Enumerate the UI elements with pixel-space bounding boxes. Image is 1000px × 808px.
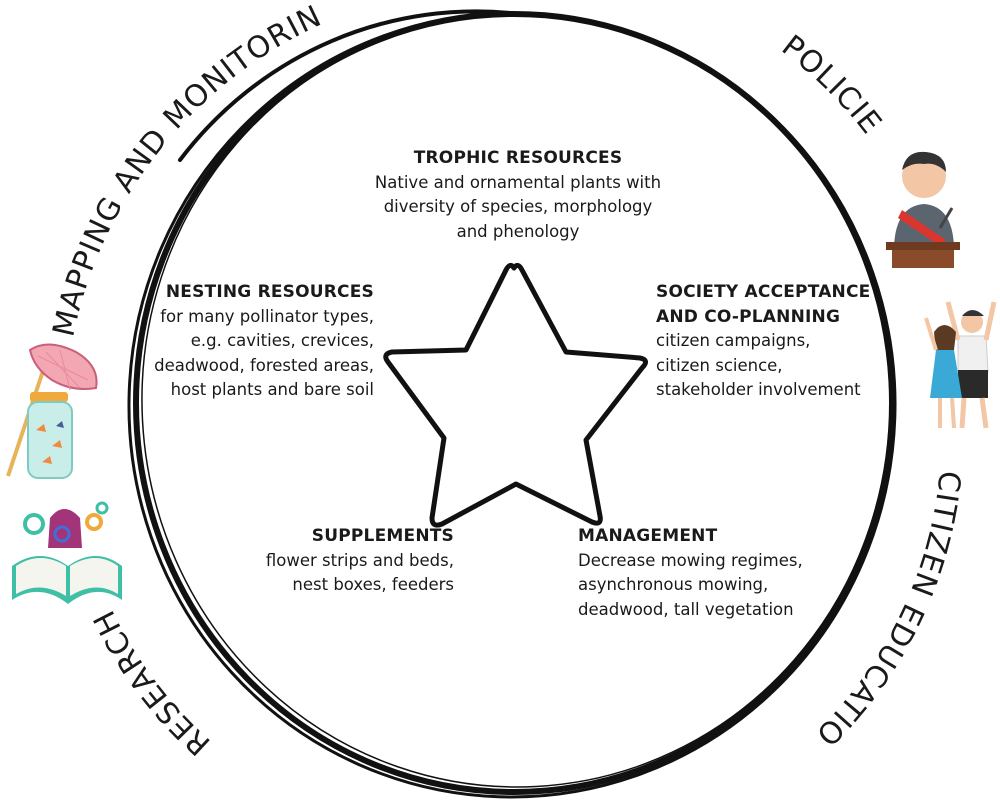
society-title-line-1: SOCIETY ACCEPTANCE — [656, 282, 871, 302]
trophic-resources-title: TROPHIC RESOURCES — [413, 148, 623, 168]
supplements-block: SUPPLEMENTS flower strips and beds, nest… — [196, 524, 454, 598]
butterfly-net-jar-icon — [6, 343, 98, 479]
management-title: MANAGEMENT — [578, 526, 718, 546]
cheering-citizens-icon — [924, 301, 997, 429]
nesting-line-4: host plants and bare soil — [170, 380, 374, 399]
reading-researcher-icon — [12, 501, 122, 604]
trophic-line-1: Native and ornamental plants with — [374, 172, 662, 192]
supplements-line-1: flower strips and beds, — [265, 550, 454, 570]
speaker-podium-icon — [886, 151, 960, 268]
trophic-line-3: and phenology — [456, 221, 580, 241]
society-line-2: citizen science, — [656, 355, 783, 375]
society-acceptance-block: SOCIETY ACCEPTANCE AND CO-PLANNING citiz… — [656, 280, 986, 403]
trophic-resources-block: TROPHIC RESOURCES Native and ornamental … — [300, 146, 736, 244]
society-title-line-2: AND CO-PLANNING — [656, 306, 841, 327]
management-line-3: deadwood, tall vegetation — [578, 599, 794, 619]
management-line-1: Decrease mowing regimes, — [578, 550, 803, 570]
nesting-line-2: e.g. cavities, crevices, — [190, 331, 374, 350]
society-line-1: citizen campaigns, — [656, 331, 811, 350]
nesting-resources-title: NESTING RESOURCES — [165, 282, 374, 302]
society-line-3: stakeholder involvement — [656, 380, 861, 399]
nesting-line-1: for many pollinator types, — [160, 306, 374, 326]
management-block: MANAGEMENT Decrease mowing regimes, asyn… — [578, 524, 898, 622]
nesting-resources-block: NESTING RESOURCES for many pollinator ty… — [96, 280, 374, 403]
management-line-2: asynchronous mowing, — [578, 575, 769, 594]
trophic-line-2: diversity of species, morphology — [383, 197, 653, 216]
supplements-line-2: nest boxes, feeders — [292, 575, 454, 594]
nesting-line-3: deadwood, forested areas, — [154, 355, 374, 375]
brush-circle — [127, 9, 897, 799]
supplements-title: SUPPLEMENTS — [311, 526, 454, 546]
star-outline — [383, 262, 648, 528]
